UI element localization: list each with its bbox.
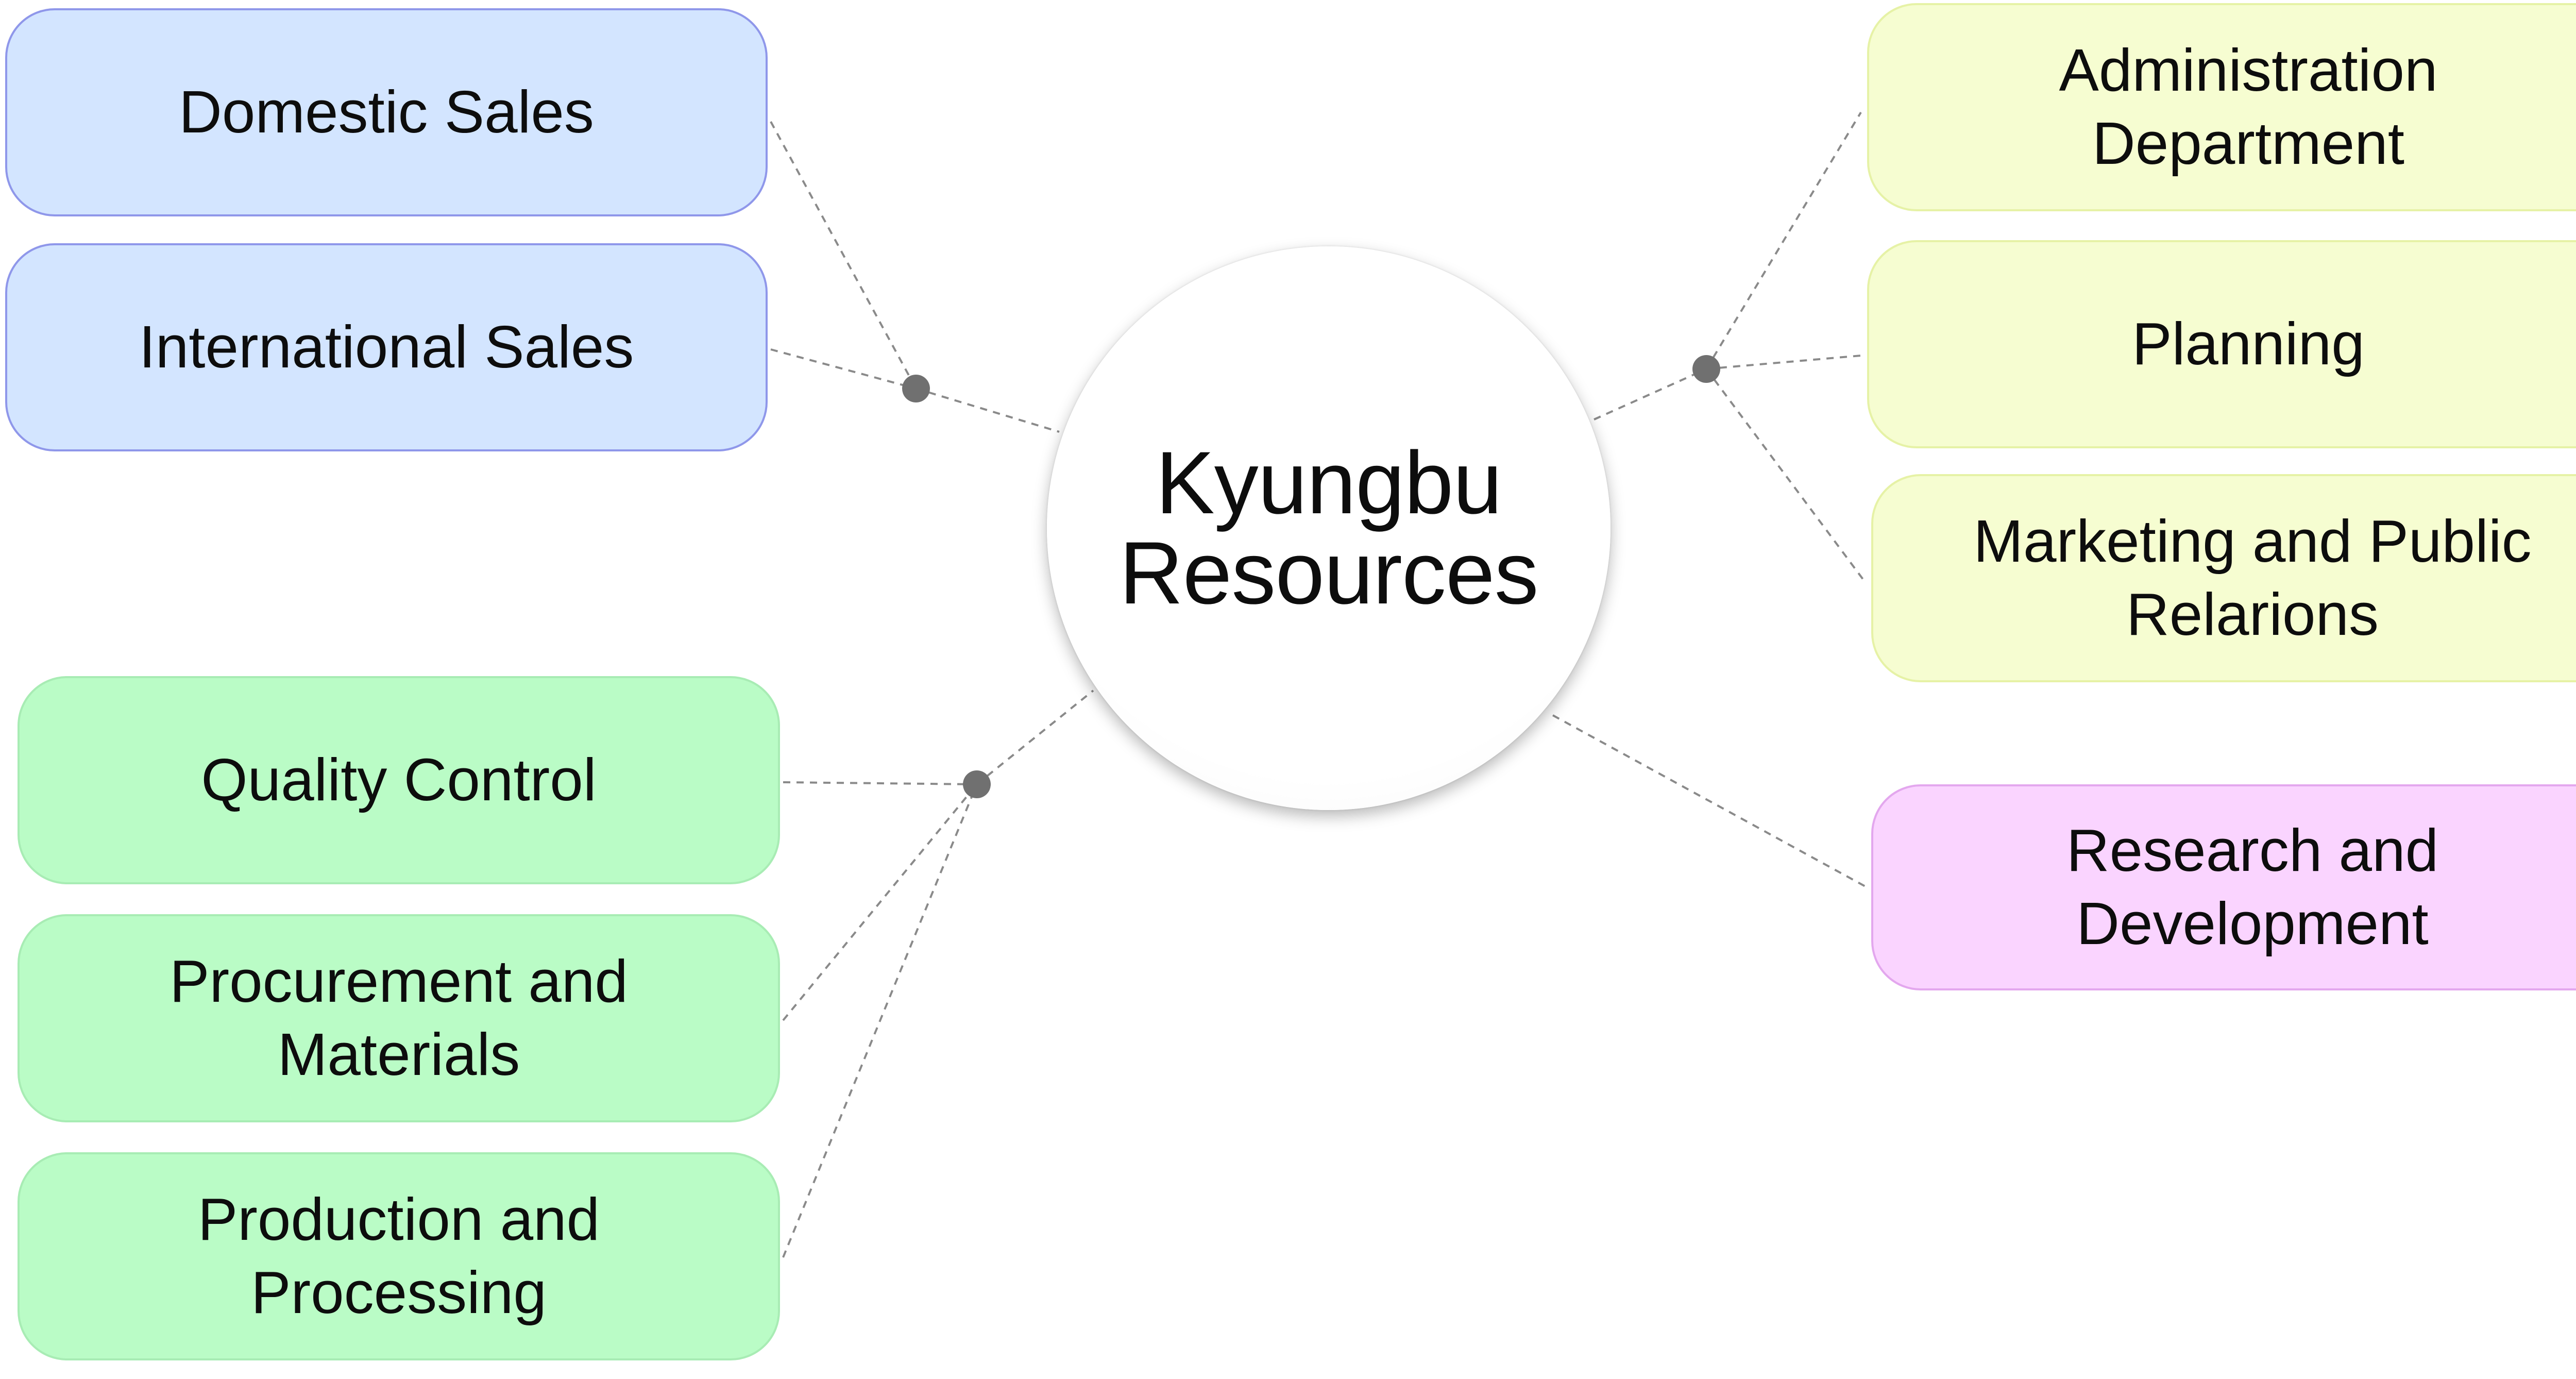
node-label: Domestic Sales — [179, 78, 594, 146]
node-label: Quality Control — [201, 746, 597, 814]
connector-management-hub — [1594, 368, 1707, 421]
node-administration-department[interactable]: Administration Department — [1867, 3, 2576, 211]
node-production-and-processing[interactable]: Production and Processing — [18, 1152, 780, 1360]
center-node[interactable]: Kyungbu Resources — [1047, 246, 1611, 810]
node-label: Marketing and Public Relarions — [1973, 508, 2532, 648]
connector-domestic-sales — [770, 121, 917, 389]
connector-research — [1552, 714, 1868, 888]
node-planning[interactable]: Planning — [1867, 240, 2576, 448]
connector-procurement — [782, 783, 978, 1021]
junction-dot-management — [1692, 355, 1720, 383]
node-research-and-development[interactable]: Research and Development — [1871, 784, 2576, 990]
node-international-sales[interactable]: International Sales — [5, 243, 768, 451]
node-label: Administration Department — [2059, 37, 2438, 177]
node-label: International Sales — [139, 313, 634, 381]
connector-administration — [1705, 111, 1862, 370]
connector-sales-hub — [916, 388, 1060, 433]
node-procurement-and-materials[interactable]: Procurement and Materials — [18, 914, 780, 1122]
connector-production — [782, 784, 978, 1258]
center-title: Kyungbu Resources — [1119, 433, 1538, 623]
node-label: Research and Development — [2066, 817, 2439, 957]
node-label: Planning — [2132, 310, 2365, 378]
junction-dot-operations — [963, 770, 991, 798]
node-label: Production and Processing — [197, 1186, 600, 1326]
node-quality-control[interactable]: Quality Control — [18, 676, 780, 884]
connector-international-sales — [770, 348, 917, 390]
node-label: Procurement and Materials — [170, 948, 628, 1088]
connector-operations-hub — [976, 690, 1094, 785]
connector-quality-control — [783, 781, 977, 785]
connector-marketing — [1705, 368, 1864, 580]
node-domestic-sales[interactable]: Domestic Sales — [5, 8, 768, 216]
node-marketing-and-public-relations[interactable]: Marketing and Public Relarions — [1871, 474, 2576, 682]
junction-dot-sales — [902, 375, 930, 402]
connector-planning — [1706, 355, 1861, 370]
